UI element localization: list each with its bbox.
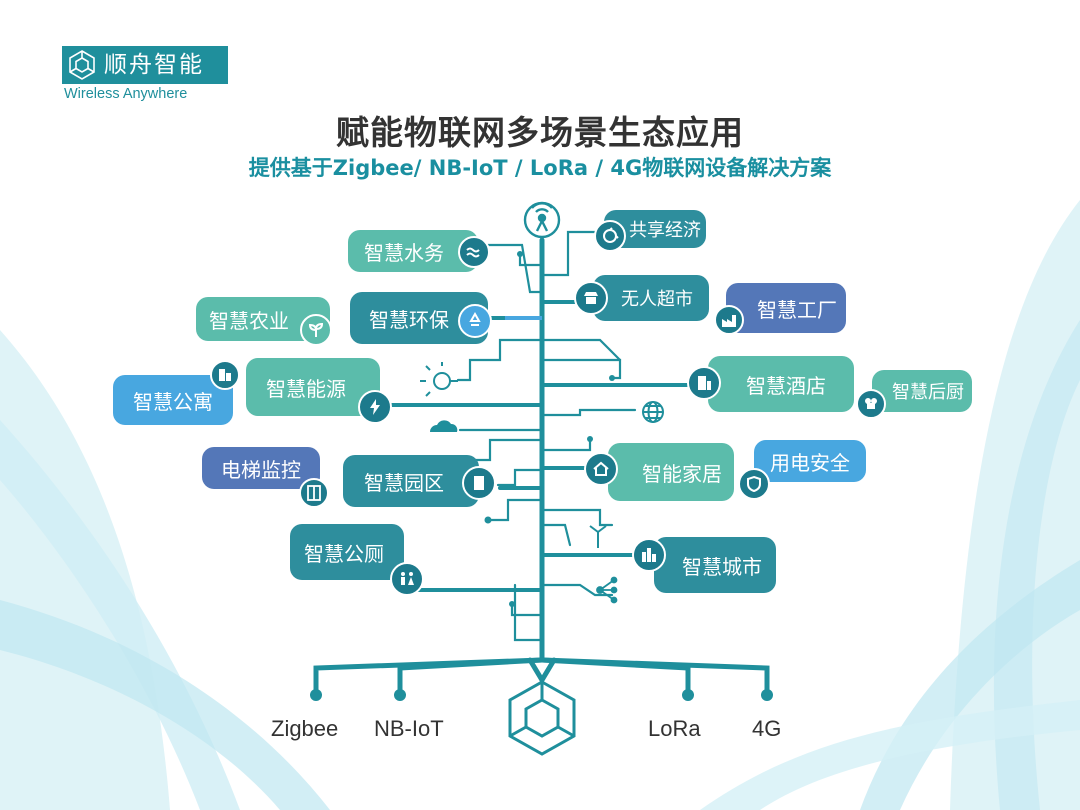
protocol-4g: 4G bbox=[752, 716, 782, 741]
cloud-icon bbox=[430, 420, 458, 432]
node-label: 智慧能源 bbox=[266, 376, 346, 401]
node-smart-energy: 智慧能源 bbox=[246, 358, 380, 416]
node-smart-home: 智能家居 bbox=[608, 443, 734, 501]
brand-tagline: Wireless Anywhere bbox=[64, 86, 188, 102]
chef-icon bbox=[856, 389, 886, 419]
node-label: 智慧工厂 bbox=[757, 297, 837, 322]
node-label: 用电安全 bbox=[770, 450, 850, 475]
home-icon bbox=[584, 452, 618, 486]
logo-box: 顺舟智能 bbox=[62, 46, 228, 84]
node-label: 智慧酒店 bbox=[746, 373, 826, 398]
tree-sprout-icon bbox=[589, 525, 607, 548]
node-smart-apartment: 智慧公寓 bbox=[113, 375, 233, 425]
node-label: 无人超市 bbox=[621, 289, 693, 310]
node-label: 智慧公寓 bbox=[133, 389, 213, 414]
sprout-icon bbox=[300, 314, 332, 346]
brand-logo: 顺舟智能 Wireless Anywhere bbox=[62, 46, 228, 104]
node-elevator-monitor: 电梯监控 bbox=[202, 447, 320, 489]
antenna-icon bbox=[523, 201, 561, 239]
node-smart-factory: 智慧工厂 bbox=[726, 283, 846, 333]
node-smart-hotel: 智慧酒店 bbox=[708, 356, 854, 412]
node-label: 共享经济 bbox=[629, 220, 701, 241]
elevator-icon bbox=[299, 478, 329, 508]
factory-icon bbox=[714, 305, 744, 335]
network-icon bbox=[596, 576, 618, 604]
node-smart-water: 智慧水务 bbox=[348, 230, 478, 272]
node-smart-toilet: 智慧公厕 bbox=[290, 524, 404, 580]
apartment-building-icon bbox=[210, 360, 240, 390]
lightning-icon bbox=[358, 390, 392, 424]
protocol-nbiot: NB-IoT bbox=[374, 716, 444, 741]
tree-twigs bbox=[456, 230, 637, 642]
node-label: 智慧后厨 bbox=[892, 382, 964, 403]
protocol-zigbee: Zigbee bbox=[271, 716, 339, 741]
city-icon bbox=[632, 538, 666, 572]
recycle-icon bbox=[458, 304, 492, 338]
sharing-cycle-icon bbox=[594, 220, 626, 252]
node-label: 智慧环保 bbox=[369, 307, 449, 332]
office-building-icon bbox=[462, 466, 496, 500]
node-smart-kitchen: 智慧后厨 bbox=[872, 370, 972, 412]
node-label: 智慧园区 bbox=[364, 470, 444, 495]
hexagon-cube-icon bbox=[508, 680, 576, 756]
shop-icon bbox=[574, 281, 608, 315]
logo-hexagon-icon bbox=[69, 50, 95, 80]
node-smart-park: 智慧园区 bbox=[343, 455, 479, 507]
node-label: 电梯监控 bbox=[221, 457, 301, 482]
node-label: 智能家居 bbox=[642, 461, 722, 486]
shield-icon bbox=[738, 468, 770, 500]
node-smart-city: 智慧城市 bbox=[654, 537, 776, 593]
hotel-icon bbox=[687, 366, 721, 400]
tree-branches bbox=[383, 300, 697, 592]
node-label: 智慧农业 bbox=[209, 308, 289, 333]
bulb-icon bbox=[420, 362, 458, 397]
node-label: 智慧水务 bbox=[364, 240, 444, 265]
node-unmanned-store: 无人超市 bbox=[593, 275, 709, 321]
protocol-lora: LoRa bbox=[648, 716, 701, 741]
node-electricity-safety: 用电安全 bbox=[754, 440, 866, 482]
brand-name: 顺舟智能 bbox=[104, 52, 204, 78]
page-subtitle: 提供基于Zigbee/ NB-IoT / LoRa / 4G物联网设备解决方案 bbox=[248, 156, 832, 180]
water-wave-icon bbox=[458, 236, 490, 268]
globe-icon bbox=[642, 401, 664, 423]
node-label: 智慧公厕 bbox=[304, 541, 384, 566]
page-title: 赋能物联网多场景生态应用 bbox=[336, 113, 744, 152]
protocol-dots bbox=[310, 689, 773, 701]
node-label: 智慧城市 bbox=[682, 554, 762, 579]
restroom-icon bbox=[390, 562, 424, 596]
